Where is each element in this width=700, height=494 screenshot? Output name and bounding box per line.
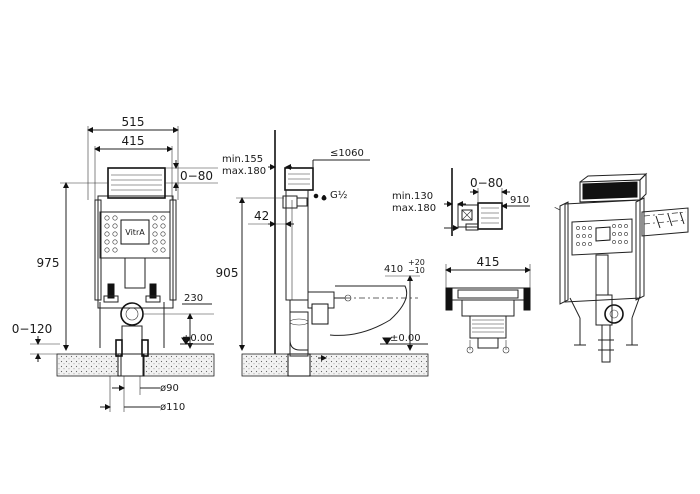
water-drop-icon: [321, 195, 327, 201]
side-bowl-tol-minus: −10: [408, 266, 425, 275]
front-level-marker-icon: [181, 337, 191, 345]
side-floor-slab: [241, 353, 429, 377]
side-max-depth: ≤1060: [330, 148, 364, 159]
front-cistern-top: [107, 167, 166, 199]
front-logo-plate: [120, 219, 150, 245]
top-width-910: 910: [510, 195, 529, 206]
front-frame: VitrA: [94, 167, 177, 377]
side-depth-min: min.155: [222, 154, 263, 165]
side-depth-max: max.180: [222, 166, 266, 177]
front-floor-level: ±0.00: [182, 333, 213, 344]
side-view: min.155 max.180 ≤1060 G½ 42 905 410 +20 …: [216, 130, 429, 377]
side-bowl-outline: [329, 285, 408, 336]
front-outlet-ring: [120, 302, 144, 326]
dim-outlet-height: 230: [184, 293, 203, 304]
side-bowl-tol-plus: +20: [408, 258, 425, 267]
dim-width-inner: 415: [122, 134, 145, 148]
top-view: min.130 max.180 0−80 910 415: [392, 168, 531, 354]
dim-pipe-90: ø90: [160, 383, 179, 394]
frame-logo: VitrA: [125, 228, 145, 237]
plan-frame: [445, 287, 531, 354]
front-view: VitrA 515 415: [12, 115, 218, 413]
side-water-connection: G½: [330, 189, 348, 201]
dim-pipe-110: ø110: [160, 402, 185, 413]
top-width-415: 415: [477, 255, 500, 269]
side-offset: 42: [254, 209, 269, 223]
top-depth-max: max.180: [392, 203, 436, 214]
top-cistern: [477, 202, 503, 230]
side-level-marker-icon: [382, 337, 392, 345]
dim-floor-adjust: 0−120: [12, 322, 53, 336]
side-height: 905: [216, 266, 239, 280]
dim-adjust-range: 0−80: [180, 169, 213, 183]
side-bowl-height: 410: [384, 264, 403, 275]
top-depth-min: min.130: [392, 191, 433, 202]
isometric-view: [551, 172, 689, 363]
dim-width-overall: 515: [122, 115, 145, 129]
iso-perforated-panel: [571, 218, 633, 256]
top-adjust-range: 0−80: [470, 176, 503, 190]
iso-cistern: [582, 181, 638, 200]
front-floor-pipe-opening: [117, 353, 145, 377]
dim-height-total: 975: [37, 256, 60, 270]
side-floor-level: ±0.00: [390, 333, 421, 344]
